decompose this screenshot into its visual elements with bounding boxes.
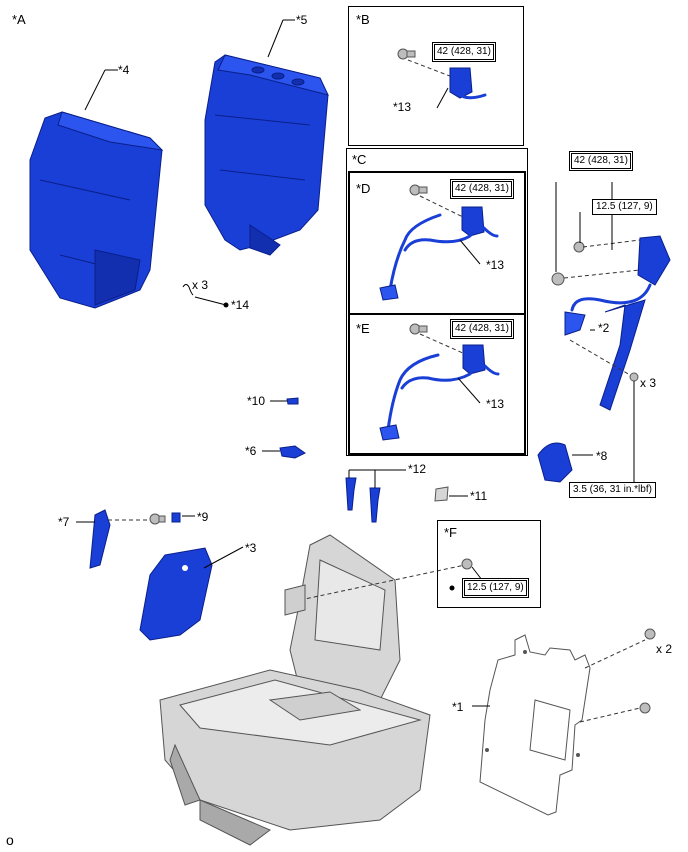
label-part-3: *3 — [245, 541, 257, 555]
label-part-8: *8 — [596, 449, 608, 463]
quantity-bolt-plate: x 2 — [656, 642, 673, 656]
torque-spec-b: 42 (428, 31) — [432, 42, 496, 62]
label-part-2: *2 — [598, 321, 610, 335]
seatback-pad-part — [204, 54, 329, 256]
label-part-6: *6 — [245, 444, 257, 458]
label-part-9: *9 — [197, 510, 209, 524]
detail-frame-c — [346, 148, 528, 456]
torque-spec-belt-lower: 42 (428, 31) — [569, 151, 633, 171]
cover-part-6 — [262, 445, 306, 459]
torque-spec-belt-upper: 12.5 (127, 9) — [592, 199, 657, 215]
label-part-14: *14 — [231, 298, 250, 312]
section-label-a: *A — [12, 12, 26, 27]
label-part-13-b: *13 — [393, 100, 412, 114]
seat-belt-buckle-e — [379, 323, 500, 441]
label-part-13-e: *13 — [486, 397, 505, 411]
section-label-f: *F — [444, 525, 457, 540]
section-label-e: *E — [356, 321, 370, 336]
quantity-bolt-belt: x 3 — [640, 376, 657, 390]
label-part-12: *12 — [408, 462, 427, 476]
label-part-4: *4 — [118, 63, 130, 77]
label-part-5: *5 — [296, 13, 308, 27]
detail-frame-e — [348, 313, 526, 455]
side-cover-part-3 — [139, 546, 244, 641]
seat-belt-buckle-b — [397, 48, 487, 109]
torque-spec-e: 42 (428, 31) — [450, 319, 514, 339]
seat-belt-retractor-part — [551, 182, 671, 482]
cover-part-8 — [537, 442, 593, 483]
label-part-10: *10 — [247, 394, 266, 408]
torque-spec-d: 42 (428, 31) — [450, 179, 514, 199]
section-label-c: *C — [352, 152, 367, 167]
clip-part-14 — [182, 284, 229, 308]
bolt-and-cap-part-9 — [149, 512, 195, 525]
detail-frame-f — [437, 520, 541, 608]
label-part-11: *11 — [470, 489, 488, 503]
label-part-7: *7 — [58, 515, 70, 529]
bracket-part-11 — [434, 486, 468, 502]
plate-part-1 — [472, 628, 656, 816]
pins-part-12 — [345, 469, 406, 523]
label-part-13-d: *13 — [486, 258, 505, 272]
torque-spec-f: 12.5 (127, 9) — [462, 578, 529, 598]
seat-frame-assembly — [159, 534, 466, 846]
seat-belt-buckle-d — [379, 184, 499, 301]
detail-frame-b — [348, 6, 524, 146]
clip-part-10 — [270, 397, 299, 405]
label-part-1: *1 — [452, 700, 464, 714]
quantity-clip-14: x 3 — [192, 278, 209, 292]
bolt-f — [449, 558, 483, 591]
hinge-cover-part-7 — [76, 509, 150, 569]
torque-spec-belt-small: 3.5 (36, 31 in.*lbf) — [569, 482, 656, 498]
seat-cushion-pad-part — [29, 111, 164, 309]
section-label-b: *B — [356, 12, 370, 27]
section-label-d: *D — [356, 181, 371, 196]
footer-mark: o — [6, 832, 14, 848]
